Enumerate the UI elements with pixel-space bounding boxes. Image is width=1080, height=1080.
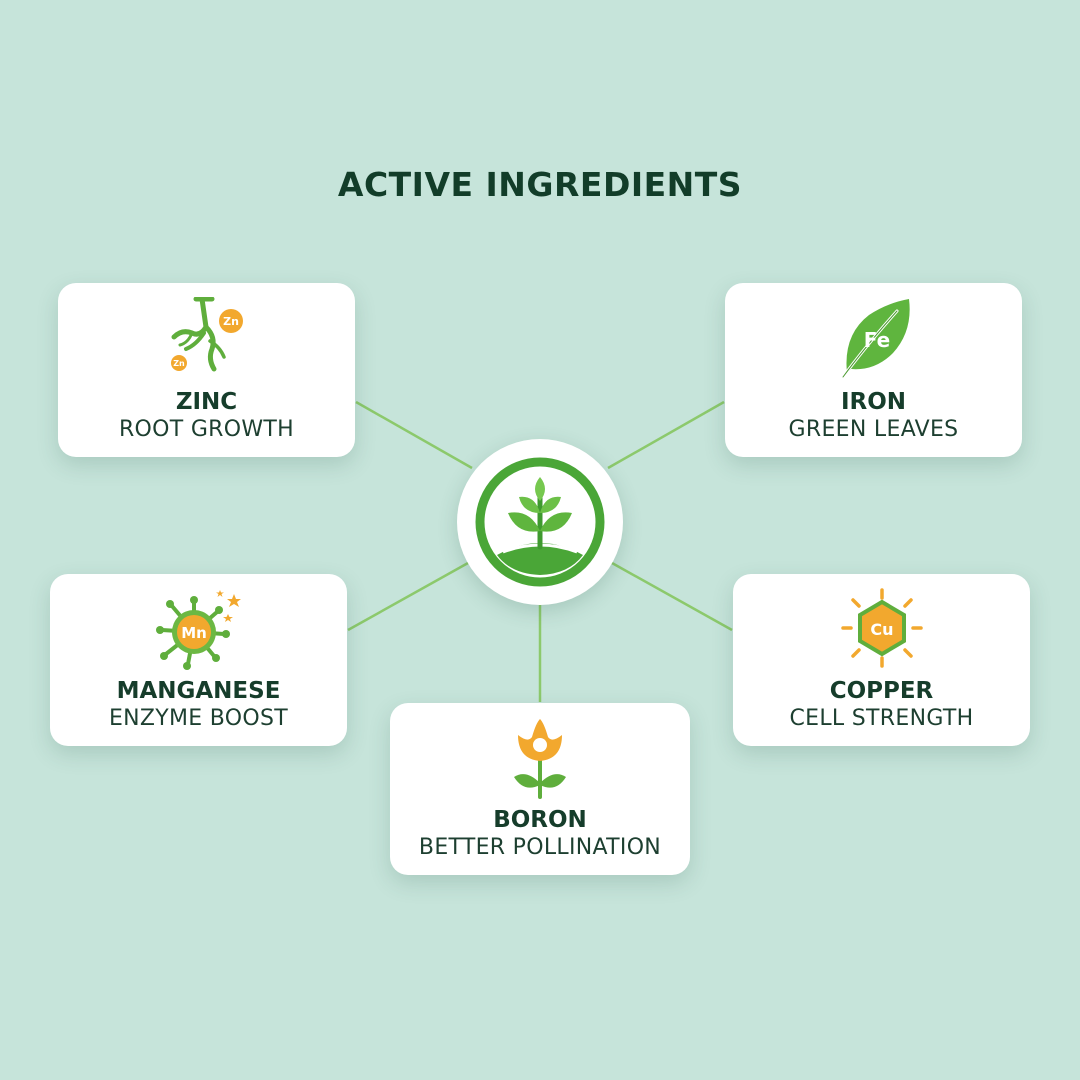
- svg-text:Mn: Mn: [181, 624, 207, 642]
- ingredient-card-manganese: Mn MANGANESE ENZYME BOOST: [50, 574, 347, 746]
- svg-text:Cu: Cu: [870, 620, 893, 639]
- enzyme-manganese-icon: Mn: [155, 590, 241, 670]
- svg-text:Fe: Fe: [863, 328, 889, 352]
- center-hub: [457, 439, 623, 605]
- connector-zinc: [355, 400, 473, 470]
- diagram-title: ACTIVE INGREDIENTS: [337, 165, 743, 204]
- ingredient-card-zinc: Zn Zn ZINC ROOT GROWTH: [58, 283, 355, 457]
- svg-text:Zn: Zn: [223, 315, 239, 328]
- ingredient-card-boron: BORON BETTER POLLINATION: [390, 703, 690, 875]
- connector-iron: [607, 400, 725, 470]
- connector-manganese: [347, 561, 469, 632]
- svg-text:Zn: Zn: [173, 359, 185, 368]
- ingredient-name: ZINC: [175, 389, 238, 415]
- ingredient-card-iron: Fe IRON GREEN LEAVES: [725, 283, 1022, 457]
- ingredient-name: COPPER: [829, 678, 934, 704]
- sprout-icon: [475, 457, 605, 587]
- roots-zinc-icon: Zn Zn: [170, 297, 243, 372]
- leaf-iron-icon: Fe: [841, 299, 910, 379]
- flower-boron-icon: [514, 719, 566, 799]
- ingredient-name: MANGANESE: [116, 678, 281, 704]
- connector-copper: [611, 561, 733, 632]
- ingredient-name: BORON: [493, 807, 587, 833]
- hexagon-copper-icon: Cu: [840, 588, 923, 668]
- ingredient-card-copper: Cu COPPER CELL STRENGTH: [733, 574, 1030, 746]
- ingredient-benefit: GREEN LEAVES: [788, 417, 959, 442]
- ingredient-benefit: ENZYME BOOST: [108, 706, 289, 731]
- ingredient-benefit: BETTER POLLINATION: [418, 835, 662, 860]
- ingredient-name: IRON: [840, 389, 907, 415]
- ingredient-benefit: ROOT GROWTH: [118, 417, 295, 442]
- ingredient-benefit: CELL STRENGTH: [789, 706, 974, 731]
